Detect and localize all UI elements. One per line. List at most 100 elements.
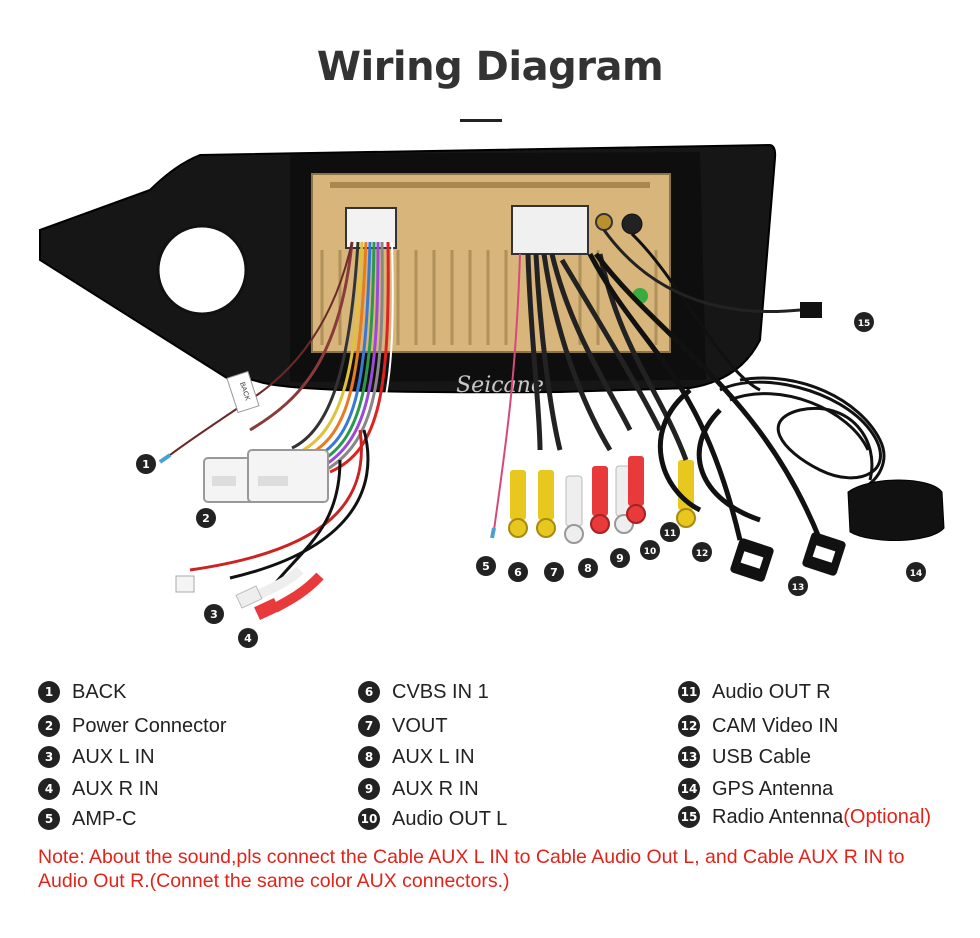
- legend-number: 10: [358, 808, 380, 830]
- back-wire: [169, 241, 353, 456]
- legend-label: Power Connector: [72, 714, 227, 737]
- legend-item-audio-out-r: 11 Audio OUT R: [678, 678, 831, 706]
- badge-6: 6: [508, 562, 528, 582]
- rca-vout: [536, 470, 556, 538]
- legend-number: 7: [358, 715, 380, 737]
- svg-text:5: 5: [482, 560, 490, 573]
- legend-label: Audio OUT R: [712, 680, 831, 703]
- legend-number: 6: [358, 681, 380, 703]
- badge-10: 10: [640, 540, 660, 560]
- svg-text:7: 7: [550, 566, 558, 579]
- gps-socket: [621, 213, 643, 235]
- legend-optional-tag: (Optional): [843, 805, 932, 828]
- legend-item-gps-antenna: 14 GPS Antenna: [678, 775, 833, 803]
- av-socket: [511, 205, 589, 255]
- badge-11: 11: [660, 522, 680, 542]
- legend-number: 11: [678, 681, 700, 703]
- legend-item-radio-antenna: 15 Radio Antenna(Optional): [678, 803, 931, 831]
- rca-aux-l-in: [564, 475, 584, 544]
- gps-antenna-puck: [847, 479, 945, 542]
- legend-item-back: 1 BACK: [38, 678, 126, 706]
- main-harness-wires: [189, 241, 394, 591]
- badge-8: 8: [578, 558, 598, 578]
- page-title: Wiring Diagram: [316, 44, 664, 90]
- gps-cable-coil: [630, 232, 886, 492]
- svg-text:10: 10: [644, 547, 657, 557]
- svg-text:3: 3: [210, 608, 218, 621]
- svg-text:6: 6: [514, 566, 522, 579]
- legend-label: CAM Video IN: [712, 714, 839, 737]
- badge-15: 15: [854, 312, 874, 332]
- badge-5: 5: [476, 556, 496, 576]
- back-wire-tip: [158, 453, 172, 464]
- legend-label: BACK: [72, 680, 127, 703]
- amp-wire: [493, 253, 521, 531]
- board-grid: [320, 250, 658, 345]
- legend-number: 14: [678, 778, 700, 800]
- legend-number: 13: [678, 746, 700, 768]
- legend-item-cam-video-in: 12 CAM Video IN: [678, 712, 838, 740]
- amp-wire-tip: [490, 527, 496, 539]
- svg-text:12: 12: [696, 549, 709, 559]
- legend-item-aux-r-in: 4 AUX R IN: [38, 775, 159, 803]
- svg-text:2: 2: [202, 512, 210, 525]
- legend-number: 4: [38, 778, 60, 800]
- legend-label: GPS Antenna: [712, 777, 834, 800]
- legend-label: AUX R IN: [72, 777, 159, 800]
- legend-label: USB Cable: [712, 745, 811, 768]
- legend-item-audio-out-l: 10 Audio OUT L: [358, 805, 507, 833]
- usb-plug-right: [802, 532, 846, 576]
- badge-1: 1: [136, 454, 156, 474]
- legend: 1 BACK 2 Power Connector 3 AUX L IN 4 AUX R …: [0, 676, 980, 836]
- badge-9: 9: [610, 548, 630, 568]
- badge-3: 3: [204, 604, 224, 624]
- badge-13: 13: [788, 576, 808, 596]
- board-vent-top: [330, 182, 650, 188]
- back-tag: [226, 370, 260, 414]
- legend-label: AUX L IN: [72, 745, 155, 768]
- svg-text:9: 9: [616, 552, 624, 565]
- legend-number: 2: [38, 715, 60, 737]
- legend-number: 3: [38, 746, 60, 768]
- badge-4: 4: [238, 628, 258, 648]
- radio-antenna-plug: [800, 302, 822, 318]
- brand-watermark: Seicane: [456, 373, 544, 398]
- legend-label: Audio OUT L: [392, 807, 508, 830]
- legend-number: 8: [358, 746, 380, 768]
- legend-label: Radio Antenna: [712, 805, 844, 828]
- legend-item-amp-c: 5 AMP-C: [38, 805, 136, 833]
- power-connector: [203, 449, 329, 503]
- legend-item-aux-l-in-2: 8 AUX L IN: [358, 743, 475, 771]
- vent-hole: [156, 224, 248, 316]
- legend-label: AUX R IN: [392, 777, 479, 800]
- sound-note: Note: About the sound,pls connect the Ca…: [38, 846, 905, 892]
- badge-12: 12: [692, 542, 712, 562]
- svg-text:13: 13: [792, 583, 805, 593]
- legend-number: 15: [678, 806, 700, 828]
- svg-text:8: 8: [584, 562, 592, 575]
- legend-label: AUX L IN: [392, 745, 475, 768]
- rca-bundle-wires: [525, 253, 663, 452]
- usb-plug-left: [730, 538, 774, 582]
- legend-number: 12: [678, 715, 700, 737]
- badge-14: 14: [906, 562, 926, 582]
- svg-text:11: 11: [664, 529, 677, 539]
- legend-item-aux-l-in: 3 AUX L IN: [38, 743, 155, 771]
- badge-2: 2: [196, 508, 216, 528]
- legend-number: 5: [38, 808, 60, 830]
- usb-cables: [587, 252, 823, 541]
- svg-text:15: 15: [858, 319, 871, 329]
- radio-antenna-wire: [602, 229, 801, 313]
- small-connector: [175, 575, 195, 593]
- aux-rca-left: [235, 566, 324, 620]
- legend-label: VOUT: [392, 714, 448, 737]
- wiring-diagram: Seicane BACK: [39, 143, 945, 648]
- legend-number: 9: [358, 778, 380, 800]
- badge-7: 7: [544, 562, 564, 582]
- svg-text:1: 1: [142, 458, 150, 471]
- legend-item-usb-cable: 13 USB Cable: [678, 743, 811, 771]
- legend-label: AMP-C: [72, 807, 137, 830]
- legend-number: 1: [38, 681, 60, 703]
- rca-aux-r-in: [590, 466, 610, 534]
